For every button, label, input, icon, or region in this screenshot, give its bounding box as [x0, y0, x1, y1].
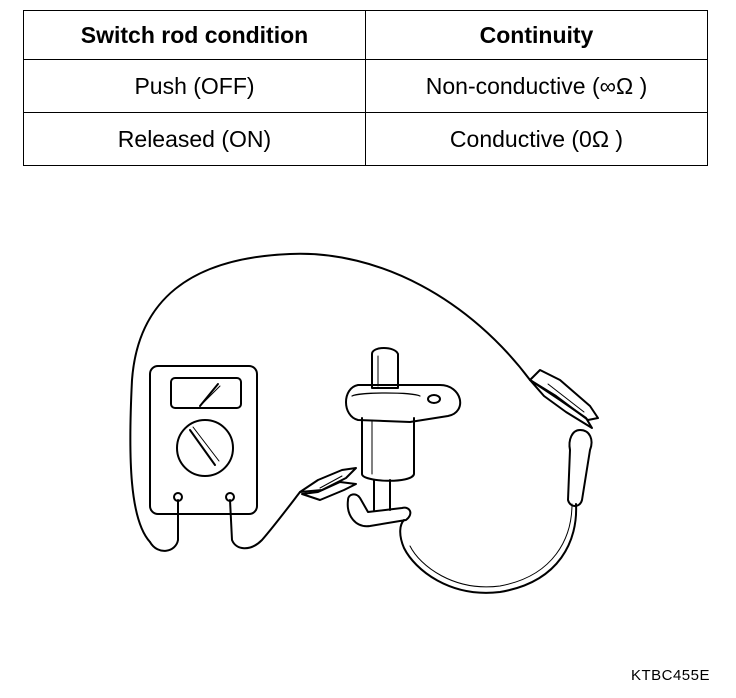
dial-pointer [189, 429, 216, 466]
condition-cell: Push (OFF) [23, 59, 366, 113]
meter-lead-right [229, 491, 301, 550]
selector-dial [176, 419, 234, 477]
mounting-flange [345, 384, 462, 423]
upper-test-lead [129, 252, 531, 543]
alligator-clip-right [529, 369, 599, 507]
continuity-cell: Conductive (0Ω ) [365, 112, 708, 166]
continuity-table: Switch rod condition Continuity Push (OF… [23, 10, 708, 166]
switch-stem [373, 479, 391, 511]
switch-test-illustration [129, 252, 599, 594]
meter-lead-left [149, 499, 179, 552]
door-switch [345, 347, 462, 528]
condition-cell: Released (ON) [23, 112, 366, 166]
figure-code: KTBC455E [630, 667, 710, 684]
multimeter-body [149, 365, 258, 515]
multimeter [149, 365, 258, 515]
alligator-clip-left [299, 467, 357, 501]
table-header-row: Switch rod condition Continuity [23, 10, 708, 60]
table-row: Push (OFF) Non-conductive (∞Ω ) [23, 59, 708, 113]
terminal-com [173, 492, 183, 502]
continuity-cell: Non-conductive (∞Ω ) [365, 59, 708, 113]
lower-test-lead [399, 503, 578, 594]
header-switch-rod-condition: Switch rod condition [23, 10, 366, 60]
header-continuity: Continuity [365, 10, 708, 60]
switch-body [361, 417, 415, 482]
flange-hole [427, 394, 441, 404]
table-row: Released (ON) Conductive (0Ω ) [23, 112, 708, 166]
terminal-tab [346, 493, 412, 528]
multimeter-display [170, 377, 242, 409]
clip-boot [567, 429, 593, 507]
terminal-ohm [225, 492, 235, 502]
switch-rod [371, 347, 399, 389]
